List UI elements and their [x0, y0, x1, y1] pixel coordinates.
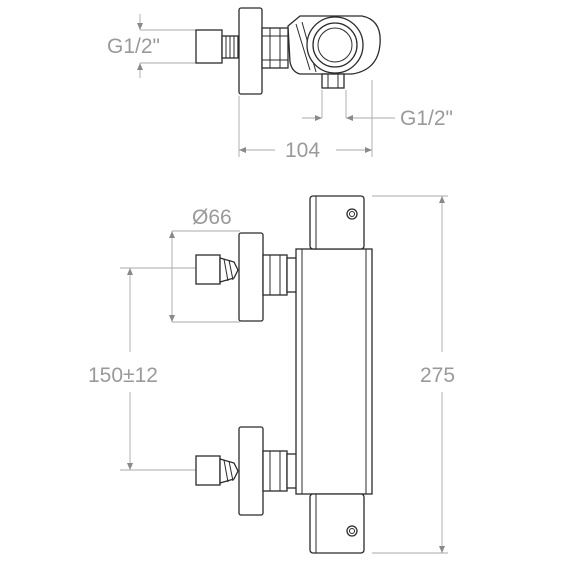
flange-diameter-label: Ø66 — [192, 206, 232, 229]
upper-inlet-pipe — [195, 254, 221, 285]
valve-body — [295, 248, 373, 495]
lower-inlet-pipe — [195, 455, 221, 486]
top-coupling-nut — [261, 27, 289, 69]
lower-flange — [238, 426, 264, 516]
upper-flange — [238, 232, 264, 322]
thread-label-top-right: G1/2" — [400, 107, 453, 130]
inlet-spacing-label: 150±12 — [88, 364, 158, 387]
top-outlet — [321, 73, 345, 89]
front-view — [120, 195, 448, 554]
depth-label: 104 — [285, 139, 320, 162]
top-inlet-pipe — [195, 29, 223, 64]
top-knob — [312, 22, 358, 68]
upper-nut — [262, 254, 288, 296]
bottom-handle — [309, 493, 365, 554]
overall-height-label: 275 — [420, 364, 455, 387]
top-handle-screw — [346, 208, 358, 220]
top-flange — [238, 7, 263, 95]
top-handle — [309, 195, 365, 250]
top-view — [137, 7, 395, 157]
thread-label-top-left: G1/2" — [107, 35, 160, 58]
bottom-handle-screw — [346, 525, 358, 537]
lower-nut — [262, 450, 288, 492]
